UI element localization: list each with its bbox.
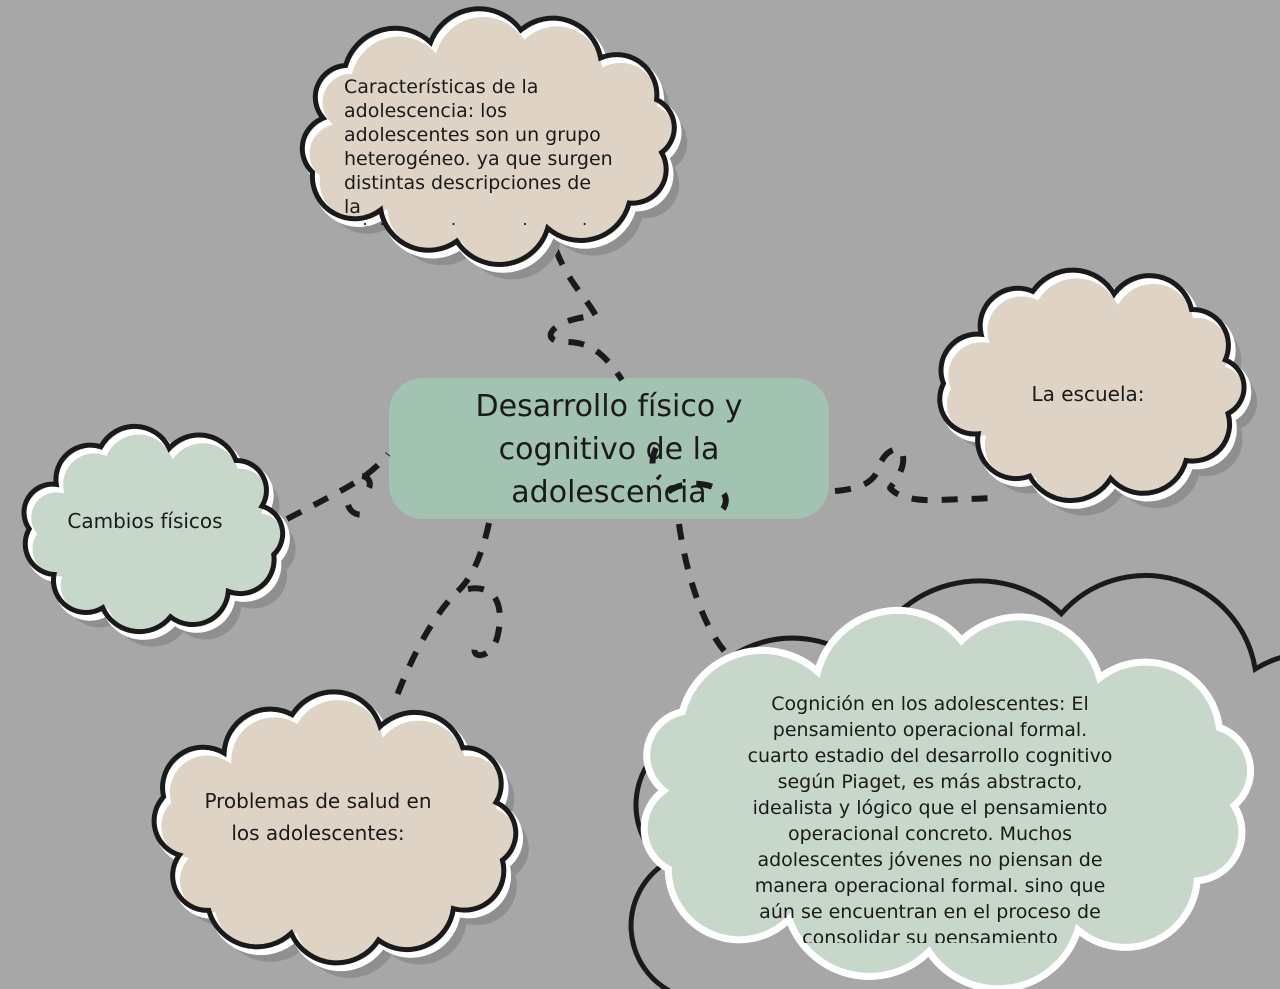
cloud-outline xyxy=(21,423,286,635)
center-node[interactable]: Desarrollo físico y cognitivo de la adol… xyxy=(389,378,829,519)
cloud-problemas-salud[interactable] xyxy=(135,689,555,989)
cloud-cognicion-inner xyxy=(640,606,1254,989)
node-problemas-salud-text: Problemas de salud en los adolescentes: xyxy=(204,789,432,845)
cloud-cognicion[interactable] xyxy=(600,573,1280,989)
cloud-cambios-fisicos[interactable] xyxy=(15,422,310,662)
cloud-outline xyxy=(937,267,1247,504)
node-la-escuela-text: La escuela: xyxy=(1031,382,1145,406)
cloud-la-escuela[interactable] xyxy=(925,262,1275,530)
connector-center-problemas[interactable] xyxy=(393,522,492,700)
cloud-caracteristicas[interactable] xyxy=(258,5,728,285)
connector-center-cambios-curl-b[interactable] xyxy=(345,503,375,518)
connector-center-problemas-loop[interactable] xyxy=(467,585,503,659)
cloud-outline xyxy=(299,6,677,267)
connector-center-cognicion-curl-b[interactable] xyxy=(666,480,729,513)
cloud-body xyxy=(303,10,682,273)
node-caracteristicas-text: Características de la adolescencia: los … xyxy=(344,76,613,225)
connector-center-caracteristicas[interactable] xyxy=(547,248,625,382)
cloud-body xyxy=(24,428,290,640)
node-cambios-fisicos-text: Cambios físicos xyxy=(67,509,223,533)
center-node-label-line: Desarrollo físico y xyxy=(475,389,743,424)
connector-center-cognicion-curl-a[interactable] xyxy=(649,446,662,481)
center-node-label-line: adolescencia xyxy=(511,475,707,510)
connector-center-cambios-curl-a[interactable] xyxy=(361,473,373,496)
cloud-outline xyxy=(151,689,519,966)
node-cognicion-text: Cognición en los adolescentes: El pensam… xyxy=(747,693,1113,943)
connector-center-escuela[interactable] xyxy=(834,446,993,504)
center-node-label-line: cognitivo de la xyxy=(498,432,720,467)
